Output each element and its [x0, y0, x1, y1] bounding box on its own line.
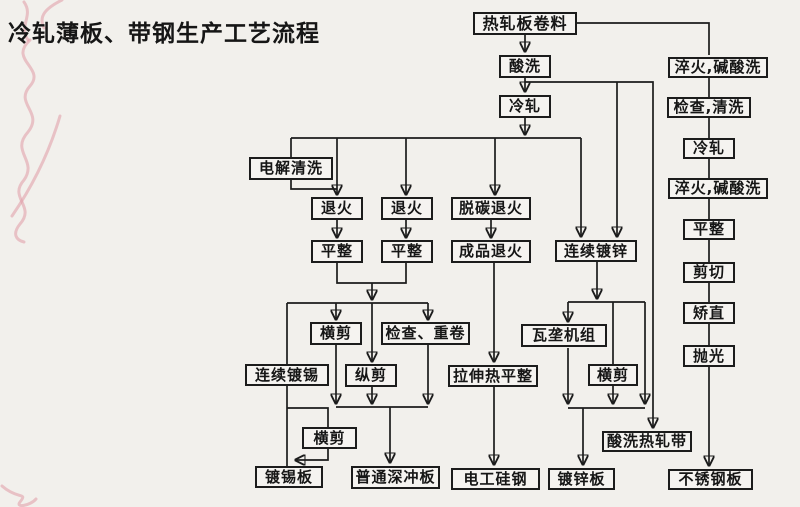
node-annealing-1: 退火: [311, 197, 363, 220]
node-polishing: 抛光: [683, 345, 735, 367]
merge-tempers: [336, 263, 407, 284]
node-deep-drawing-sheet: 普通深冲板: [351, 466, 440, 489]
node-continuous-tinning: 连续镀锡: [245, 364, 329, 386]
node-hot-rolled-coil: 热轧板卷料: [473, 12, 577, 35]
edge-pickling-pickledstrip: [525, 81, 653, 427]
node-continuous-galvanizing: 连续镀锌: [555, 240, 637, 262]
node-quench-alkali-2: 淬火,碱酸洗: [668, 178, 768, 199]
node-electrolytic-cleaning: 电解清洗: [249, 157, 333, 180]
edge-hotcoil-rightcolumn: [577, 22, 710, 55]
edge-electroclean-anneal1: [290, 180, 337, 190]
node-temper-3: 平整: [683, 219, 735, 240]
edge-crossshear3-tinplate: [296, 449, 329, 460]
node-cross-shear-1: 横剪: [310, 322, 362, 345]
node-cold-rolling-2: 冷轧: [683, 138, 735, 159]
node-temper-2: 平整: [381, 240, 433, 263]
node-tinplate: 镀锡板: [255, 466, 323, 488]
node-finished-annealing: 成品退火: [451, 240, 531, 263]
node-shearing: 剪切: [683, 262, 735, 283]
node-pickled-hot-strip: 酸洗热轧带: [602, 431, 692, 452]
node-pickling: 酸洗: [499, 55, 551, 78]
node-inspect-clean: 检查,清洗: [667, 97, 751, 118]
node-inspect-rewind: 检查、重卷: [381, 322, 470, 345]
node-corrugating-unit: 瓦垄机组: [521, 324, 607, 347]
node-cross-shear-2: 横剪: [588, 364, 638, 386]
node-temper-1: 平整: [311, 240, 363, 263]
node-stainless-sheet: 不锈钢板: [668, 469, 753, 490]
node-galvanized-sheet: 镀锌板: [548, 468, 615, 490]
node-slitting: 纵剪: [345, 364, 397, 387]
node-cold-rolling: 冷轧: [499, 95, 551, 118]
page-title: 冷轧薄板、带钢生产工艺流程: [8, 21, 320, 47]
node-annealing-2: 退火: [381, 197, 433, 220]
node-quench-alkali-1: 淬火,碱酸洗: [668, 57, 768, 78]
node-electrical-silicon-steel: 电工硅钢: [451, 468, 540, 490]
node-straightening: 矫直: [683, 302, 735, 324]
edge-tinning-crossshear3: [287, 407, 329, 427]
node-cross-shear-3: 横剪: [302, 427, 357, 449]
node-decarb-annealing: 脱碳退火: [451, 197, 531, 220]
node-stretch-hot-temper: 拉伸热平整: [448, 365, 538, 387]
